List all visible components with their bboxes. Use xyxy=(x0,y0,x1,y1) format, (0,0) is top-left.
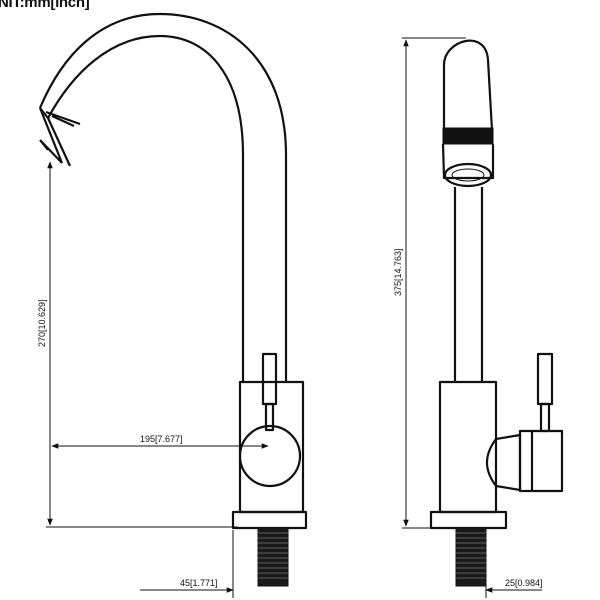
side-handle-lever xyxy=(536,352,554,406)
side-handle-stem xyxy=(539,402,551,433)
dim-base-width-label: 45[1.771] xyxy=(180,578,218,588)
front-handle-lever xyxy=(261,352,278,406)
front-valve-cap xyxy=(238,424,302,488)
side-thread-lines xyxy=(456,532,486,579)
unit-title: NIT:mm[inch] xyxy=(0,0,90,11)
dim-spout-reach-label: 195[7.677] xyxy=(140,434,183,444)
side-thread-shank xyxy=(455,527,487,587)
side-handle-joint xyxy=(485,433,522,492)
side-spout-ring xyxy=(442,127,494,145)
front-handle-stem xyxy=(264,402,275,432)
side-spout-tip xyxy=(441,143,495,180)
dim-total-height-label: 375[14.763] xyxy=(393,248,403,296)
front-body xyxy=(238,380,305,514)
dim-spout-height-label: 270[10.629] xyxy=(37,299,47,347)
front-spout-tip xyxy=(38,107,71,167)
side-dimensions: 375[14.763] 25[0.984] xyxy=(393,37,543,598)
side-view xyxy=(429,39,564,587)
side-spout-head xyxy=(442,39,494,132)
dim-thread-offset-label: 25[0.984] xyxy=(505,578,543,588)
side-body xyxy=(438,380,498,514)
side-base xyxy=(429,510,508,530)
front-spout xyxy=(47,34,245,382)
front-view xyxy=(38,12,308,587)
side-spout-outlet xyxy=(443,162,493,188)
side-handle-body xyxy=(518,429,564,493)
front-thread-lines xyxy=(258,532,288,579)
front-thread-shank xyxy=(257,527,289,587)
front-dimensions: 270[10.629] 195[7.677] 45[1.771] xyxy=(37,161,269,598)
front-base xyxy=(231,510,308,530)
front-spout-inner xyxy=(38,12,288,382)
